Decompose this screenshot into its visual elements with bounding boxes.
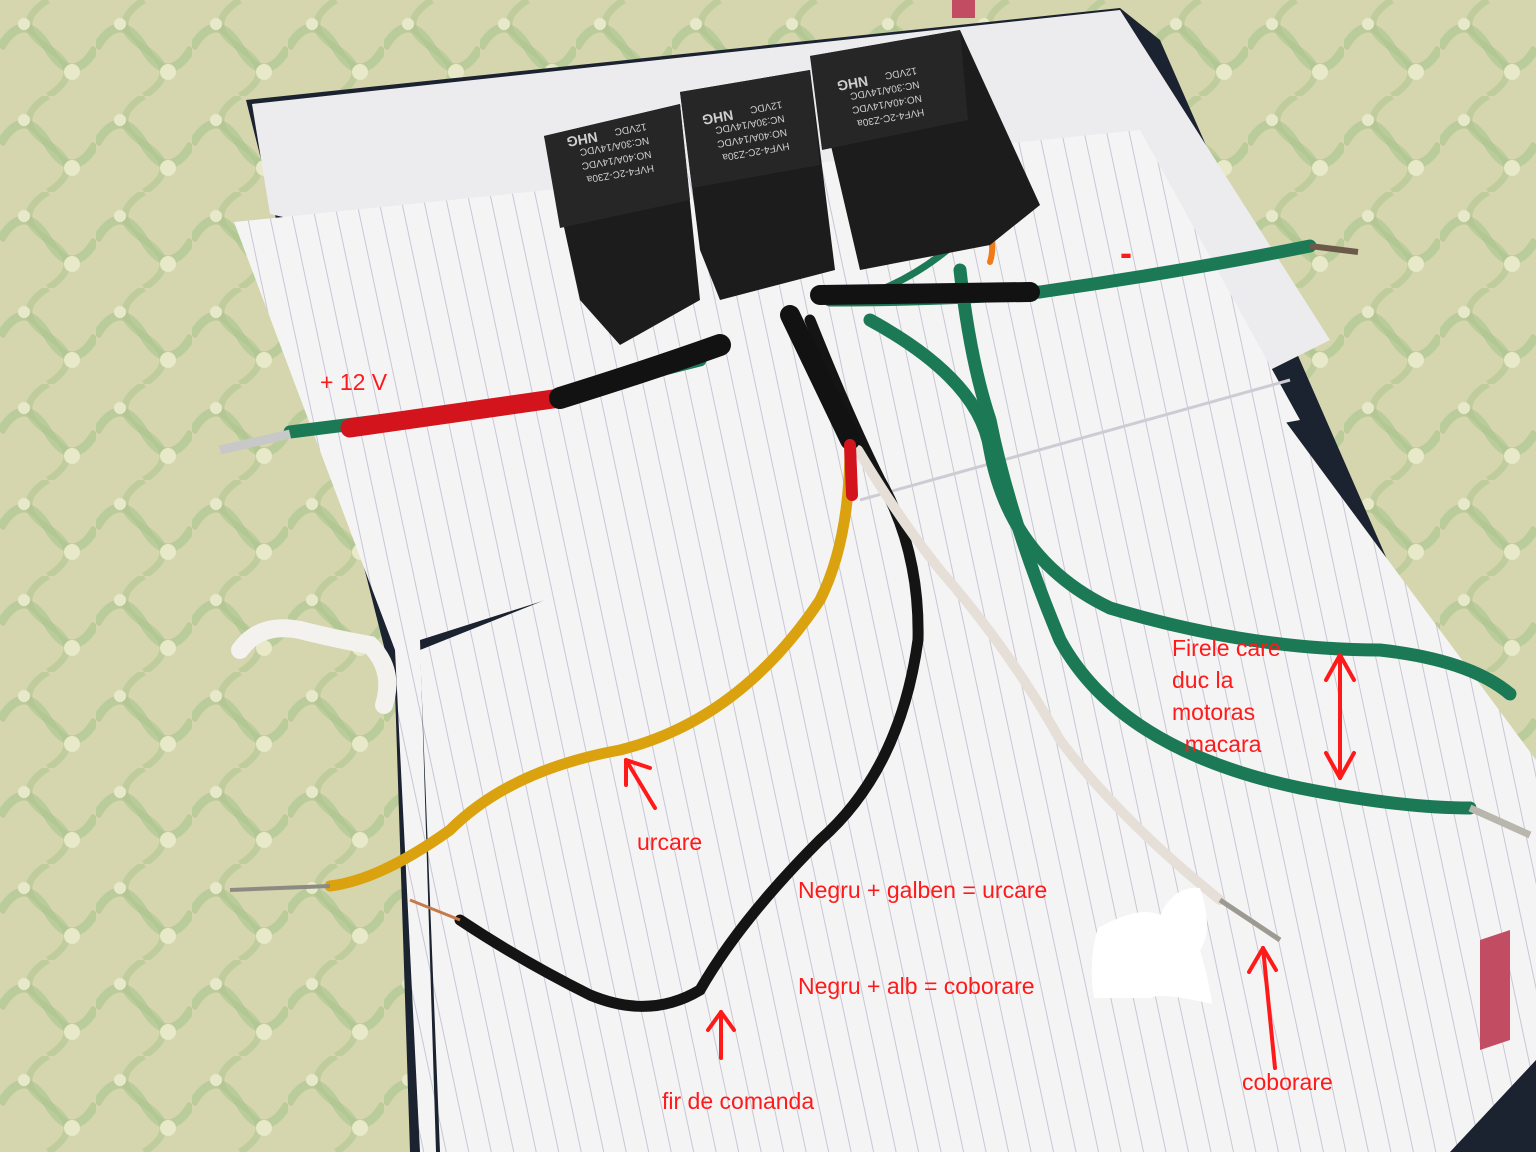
white-blot xyxy=(1091,887,1212,1004)
wire-green-motor-1 xyxy=(863,313,1517,701)
notebook-page-tab xyxy=(1480,930,1510,1050)
bookmark-ribbon xyxy=(231,619,397,714)
notebook-right-page xyxy=(420,360,1536,1152)
minus-label: - xyxy=(1120,232,1132,273)
relay-1 xyxy=(544,104,700,345)
arrow-coborare-icon xyxy=(1247,946,1278,1070)
urcare-label: urcare xyxy=(637,829,703,855)
relay-1-brand: NHG xyxy=(565,129,599,150)
negru-galben-label: Negru + galben = urcare xyxy=(798,877,1048,903)
arrow-urcare-icon xyxy=(624,758,657,810)
negru-alb-label: Negru + alb = coborare xyxy=(798,973,1035,999)
motor-wires-label: Firele care duc la motoras macara xyxy=(1172,635,1281,757)
heat-shrink xyxy=(340,282,1040,501)
relay-3 xyxy=(810,30,1040,270)
relay-3-brand: NHG xyxy=(836,73,870,94)
annotation-arrows xyxy=(624,653,1356,1070)
relay-2-brand: NHG xyxy=(701,107,735,128)
wire-yellow xyxy=(324,439,856,892)
notebook-left-page xyxy=(234,130,1300,1152)
relay-2 xyxy=(680,70,835,300)
wire-white xyxy=(853,445,1225,905)
plus-12v-label: + 12 V xyxy=(320,369,388,395)
wire-green-motor-2 xyxy=(953,263,1477,815)
arrow-comanda-icon xyxy=(706,1010,736,1060)
fir-comanda-label: fir de comanda xyxy=(662,1088,815,1114)
arrow-double-icon xyxy=(1324,653,1356,780)
coborare-label: coborare xyxy=(1242,1069,1333,1095)
